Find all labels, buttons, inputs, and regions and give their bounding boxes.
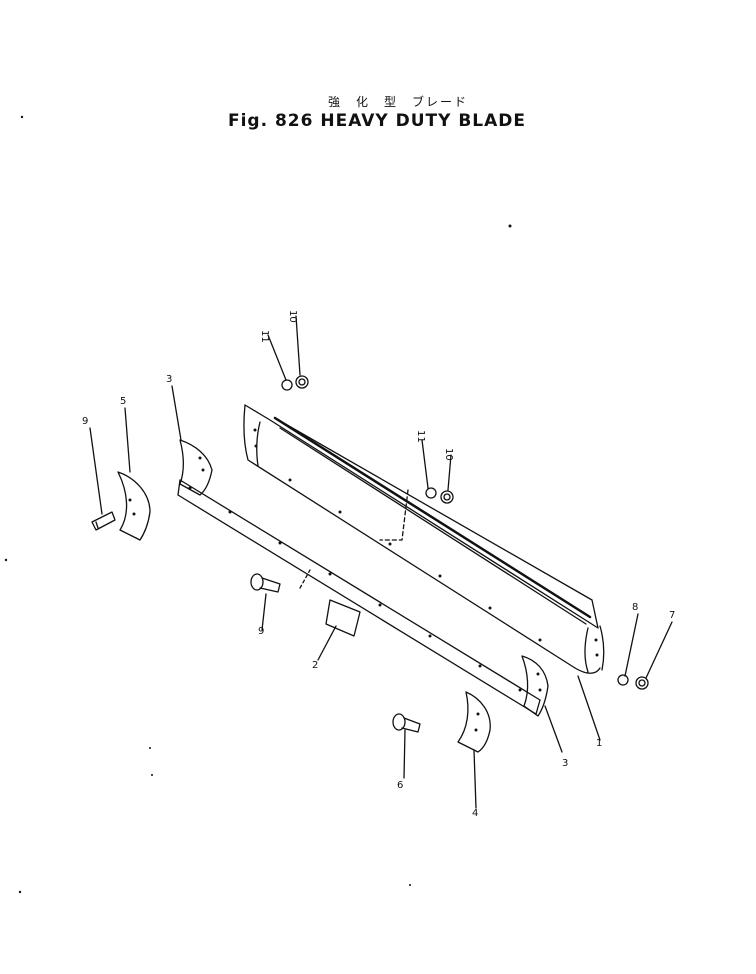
figure-title-japanese: 強 化 型 ブレード <box>327 95 468 109</box>
washer-11-mid <box>425 487 437 499</box>
part-3-end-bit-right <box>521 655 549 717</box>
callout-9-center: 9 <box>258 626 264 637</box>
callout-3-right: 3 <box>562 758 568 769</box>
bolt-6 <box>392 713 421 733</box>
figure-title: Fig. 826 HEAVY DUTY BLADE <box>227 111 527 131</box>
part-5-edge-piece <box>117 471 151 541</box>
callout-10-top: 10 <box>287 310 298 323</box>
part-3-end-bit-left <box>179 439 213 496</box>
bolt-9-center <box>250 573 281 593</box>
callout-6: 6 <box>397 780 403 791</box>
part-2-cutting-edge <box>177 479 541 715</box>
callout-9-left: 9 <box>82 416 88 427</box>
callout-11-mid: 11 <box>415 430 426 443</box>
callout-5: 5 <box>120 396 126 407</box>
callout-3-left: 3 <box>166 374 172 385</box>
washer-8 <box>617 674 629 686</box>
callout-7: 7 <box>669 610 675 621</box>
callout-2: 2 <box>312 660 318 671</box>
callout-10-mid: 10 <box>443 448 454 461</box>
callout-4: 4 <box>472 808 478 819</box>
washer-11-top <box>281 379 293 391</box>
bolt-9-left <box>91 511 116 531</box>
callout-8: 8 <box>632 602 638 613</box>
callout-11-top: 11 <box>259 330 270 343</box>
nut-10-top <box>295 375 309 389</box>
part-4-edge-piece <box>457 691 491 753</box>
callout-1: 1 <box>596 738 602 749</box>
part-1-moldboard <box>243 404 605 674</box>
nut-10-mid <box>440 490 454 504</box>
nut-7 <box>635 676 649 690</box>
